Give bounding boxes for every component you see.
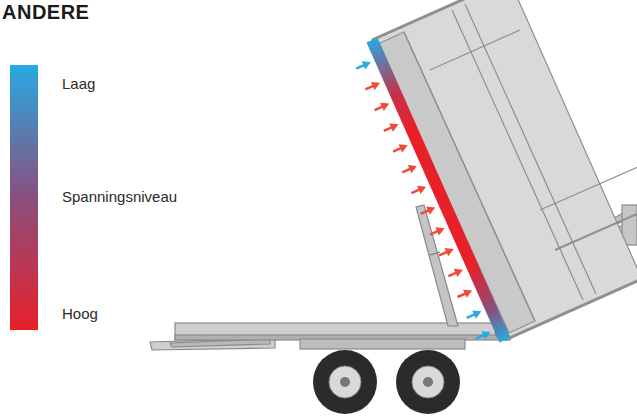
arrow-head (399, 144, 408, 152)
arrow-head (472, 310, 481, 318)
arrow-head (463, 290, 472, 298)
scale-label: Spanningsniveau (62, 189, 177, 206)
heading-text: ANDERE (2, 1, 89, 23)
arrow-head (389, 123, 398, 131)
arrow-head (417, 186, 426, 194)
scale-label: Laag (62, 76, 95, 93)
scale-label: Hoog (62, 306, 98, 323)
arrow-head (435, 227, 444, 235)
arrow-head (380, 103, 389, 111)
arrow-head (481, 331, 490, 339)
arrow-head (362, 61, 371, 69)
arrow-head (371, 82, 380, 90)
floor-stress-strip (372, 40, 505, 340)
wheels (313, 350, 460, 414)
arrow-head (445, 248, 454, 256)
tipping-body (372, 0, 637, 340)
arrow-head (408, 165, 417, 173)
arrow-head (426, 207, 435, 215)
force-arrows (356, 61, 490, 339)
gradient-bar (10, 65, 38, 330)
arrow-head (454, 269, 463, 277)
